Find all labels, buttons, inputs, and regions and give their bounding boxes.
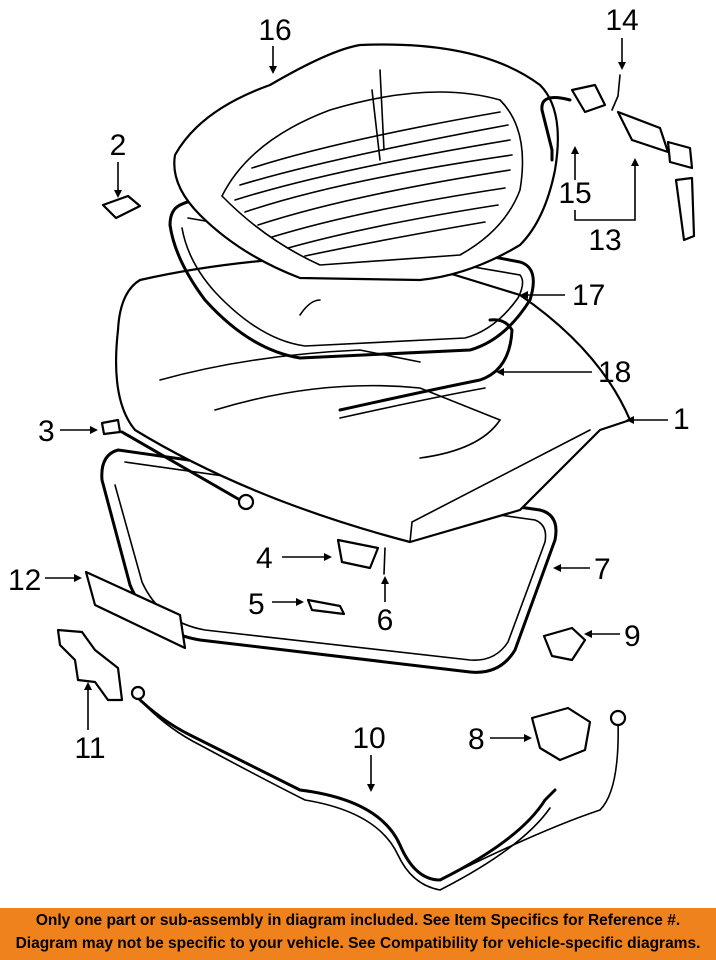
callout-6: 6 — [377, 604, 394, 637]
hinge — [56, 628, 124, 702]
pad — [306, 598, 346, 616]
callout-2: 2 — [110, 129, 127, 162]
lock-cylinder-set — [540, 74, 696, 242]
clip-part — [101, 194, 142, 220]
weatherstrip-inner — [338, 318, 514, 412]
liftgate-panel — [114, 253, 632, 544]
parts-diagram: 16 14 2 15 13 17 18 1 3 4 12 5 6 7 9 11 — [8, 4, 696, 891]
callout-11: 11 — [74, 732, 105, 765]
notice-line-1: Only one part or sub-assembly in diagram… — [35, 912, 681, 929]
glass-seal — [168, 198, 535, 360]
latch — [530, 706, 592, 762]
callout-17: 17 — [572, 279, 605, 312]
callout-14: 14 — [605, 4, 638, 37]
callout-13: 13 — [588, 224, 621, 257]
callout-15: 15 — [558, 177, 591, 210]
callout-10: 10 — [352, 722, 385, 755]
callout-18: 18 — [598, 356, 631, 389]
notice-banner: Only one part or sub-assembly in diagram… — [0, 908, 716, 960]
callout-8: 8 — [468, 723, 485, 756]
support-strut — [100, 418, 255, 511]
callout-4: 4 — [256, 542, 273, 575]
rear-glass — [173, 43, 559, 282]
bumper-stop — [336, 538, 380, 570]
license-plate-bracket — [84, 570, 187, 650]
callout-1: 1 — [673, 403, 690, 436]
callouts: 16 14 2 15 13 17 18 1 3 4 12 5 6 7 9 11 — [8, 4, 690, 792]
notice-line-2: Diagram may not be specific to your vehi… — [15, 935, 701, 952]
release-cable — [130, 685, 627, 891]
callout-5: 5 — [248, 588, 265, 621]
screw — [383, 547, 386, 575]
callout-12: 12 — [8, 564, 41, 597]
callout-3: 3 — [38, 415, 55, 448]
actuator — [542, 626, 587, 662]
callout-9: 9 — [624, 620, 641, 653]
callout-16: 16 — [258, 14, 291, 47]
callout-7: 7 — [594, 553, 611, 586]
